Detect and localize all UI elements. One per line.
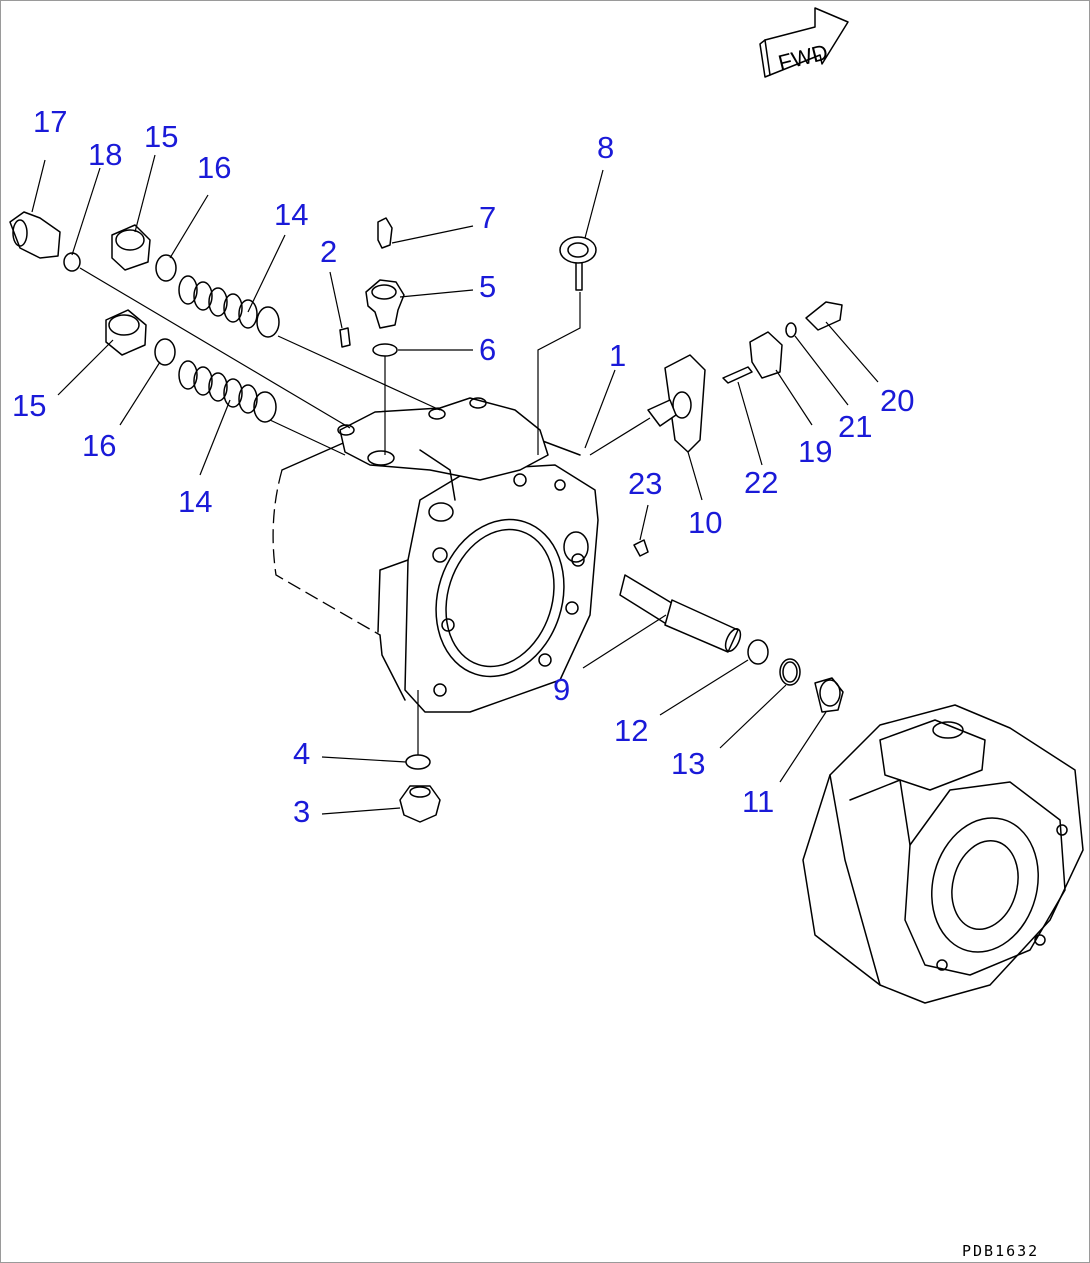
fwd-arrow-icon: FWD <box>759 7 849 78</box>
part-label-12: 12 <box>614 713 648 748</box>
part-label-21: 21 <box>838 409 872 444</box>
part-label-2: 2 <box>320 234 337 269</box>
sensor-block-part-10 <box>647 354 706 453</box>
plug-part-3 <box>399 785 441 823</box>
plug-part-5 <box>365 279 405 329</box>
part-label-16: 16 <box>82 428 116 463</box>
part-label-22: 22 <box>744 465 778 500</box>
part-label-17: 17 <box>33 104 67 139</box>
part-label-4: 4 <box>293 736 310 771</box>
o-ring-part-18 <box>63 252 81 272</box>
part-label-11: 11 <box>742 784 774 819</box>
o-ring-part-12 <box>747 639 769 665</box>
part-label-23: 23 <box>628 466 662 501</box>
spring-part-14-upper <box>178 275 280 338</box>
part-label-15: 15 <box>144 119 178 154</box>
bolt-part-7 <box>377 217 393 249</box>
pin-part-22 <box>722 366 753 384</box>
part-label-19: 19 <box>798 434 832 469</box>
plug-part-17 <box>9 211 61 259</box>
part-label-6: 6 <box>479 332 496 367</box>
pump-housing-part-1 <box>272 397 599 713</box>
bolt-part-20 <box>805 301 843 331</box>
plug-part-11 <box>814 677 844 713</box>
plug-part-23 <box>633 539 649 557</box>
part-label-15: 15 <box>12 388 46 423</box>
o-ring-part-6 <box>372 343 398 357</box>
washer-part-21 <box>785 322 797 338</box>
plug-part-15-upper <box>111 224 151 271</box>
eye-bolt-part-8 <box>559 236 597 291</box>
part-label-14: 14 <box>274 197 308 232</box>
o-ring-part-16-lower <box>154 338 176 366</box>
part-label-13: 13 <box>671 746 705 781</box>
part-label-10: 10 <box>688 505 722 540</box>
part-label-20: 20 <box>880 383 914 418</box>
shaft-part-9 <box>619 574 742 653</box>
bracket-part-19 <box>749 331 783 379</box>
o-ring-part-4 <box>405 754 431 770</box>
spring-part-14-lower <box>178 360 277 423</box>
part-label-7: 7 <box>479 200 496 235</box>
part-label-5: 5 <box>479 269 496 304</box>
plug-part-2 <box>339 327 351 348</box>
pump-assembly-reference <box>802 704 1084 1004</box>
part-label-8: 8 <box>597 130 614 165</box>
part-label-1: 1 <box>609 338 626 373</box>
o-ring-part-16-upper <box>155 254 177 282</box>
part-label-9: 9 <box>553 672 570 707</box>
part-label-16: 16 <box>197 150 231 185</box>
part-label-14: 14 <box>178 484 212 519</box>
drawing-code: PDB1632 <box>962 1242 1039 1260</box>
snap-ring-part-13 <box>779 658 801 686</box>
plug-part-15-lower <box>105 309 147 356</box>
part-label-18: 18 <box>88 137 122 172</box>
part-label-3: 3 <box>293 794 310 829</box>
